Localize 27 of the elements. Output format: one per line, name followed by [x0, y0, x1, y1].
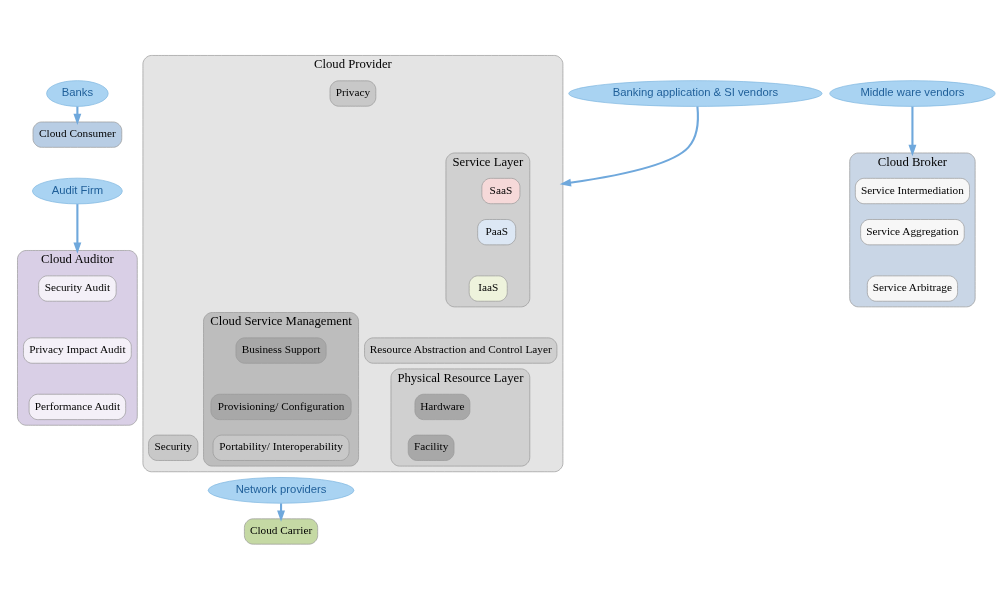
node-box: Business Support [235, 337, 326, 364]
node-box: Portability/ Interoperability [212, 434, 349, 461]
node-ellipse: Network providers [207, 477, 354, 504]
node-box: PaaS [476, 219, 516, 246]
node-box: Privacy Impact Audit [22, 337, 132, 364]
node-box: Resource Abstraction and Control Layer [363, 337, 557, 364]
node-ellipse: Audit Firm [31, 177, 123, 205]
node-box: Service Arbitrage [866, 275, 958, 302]
node-box: Hardware [414, 393, 470, 420]
arrow [72, 204, 81, 254]
node-box: IaaS [468, 275, 508, 302]
node-box: Service Aggregation [859, 219, 965, 246]
node-ellipse: Banks [45, 80, 108, 107]
node-box: Privacy [329, 80, 376, 107]
arrow [908, 106, 916, 157]
arrow [559, 106, 699, 187]
node-box: Facility [407, 434, 454, 461]
node-box: Cloud Consumer [32, 121, 122, 148]
node-box: Service Intermediation [854, 178, 970, 205]
node-ellipse: Banking application & SI vendors [567, 80, 822, 107]
node-ellipse: Middle ware vendors [828, 80, 995, 107]
node-box: Cloud Carrier [243, 518, 318, 545]
node-box: Performance Audit [28, 393, 126, 420]
node-box: Security Audit [37, 275, 116, 302]
node-box: Security [147, 434, 198, 461]
node-box: SaaS [481, 178, 520, 205]
node-box: Provisioning/ Configuration [210, 393, 351, 420]
